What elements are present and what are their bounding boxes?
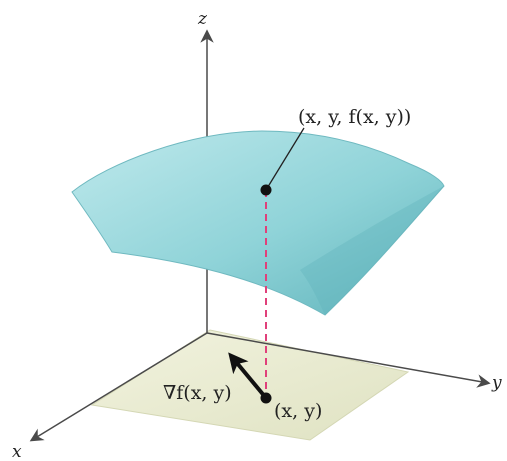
- surface-shading: [300, 186, 444, 315]
- leader-line: [265, 127, 305, 191]
- surface-point-label: (x, y, f(x, y)): [298, 106, 411, 128]
- y-axis: [206, 332, 491, 388]
- z-axis-label: z: [197, 9, 208, 29]
- gradient-arrow: [228, 352, 268, 400]
- x-axis-label: x: [12, 442, 22, 461]
- base-point-label: (x, y): [274, 400, 322, 422]
- base-point: [260, 392, 272, 404]
- gradient-label: ∇f(x, y): [163, 382, 232, 404]
- surface-patch: [71, 130, 445, 316]
- surface-point: [260, 184, 272, 196]
- x-axis: [29, 332, 208, 442]
- xy-plane-region: [90, 329, 410, 441]
- y-axis-label: y: [491, 373, 502, 393]
